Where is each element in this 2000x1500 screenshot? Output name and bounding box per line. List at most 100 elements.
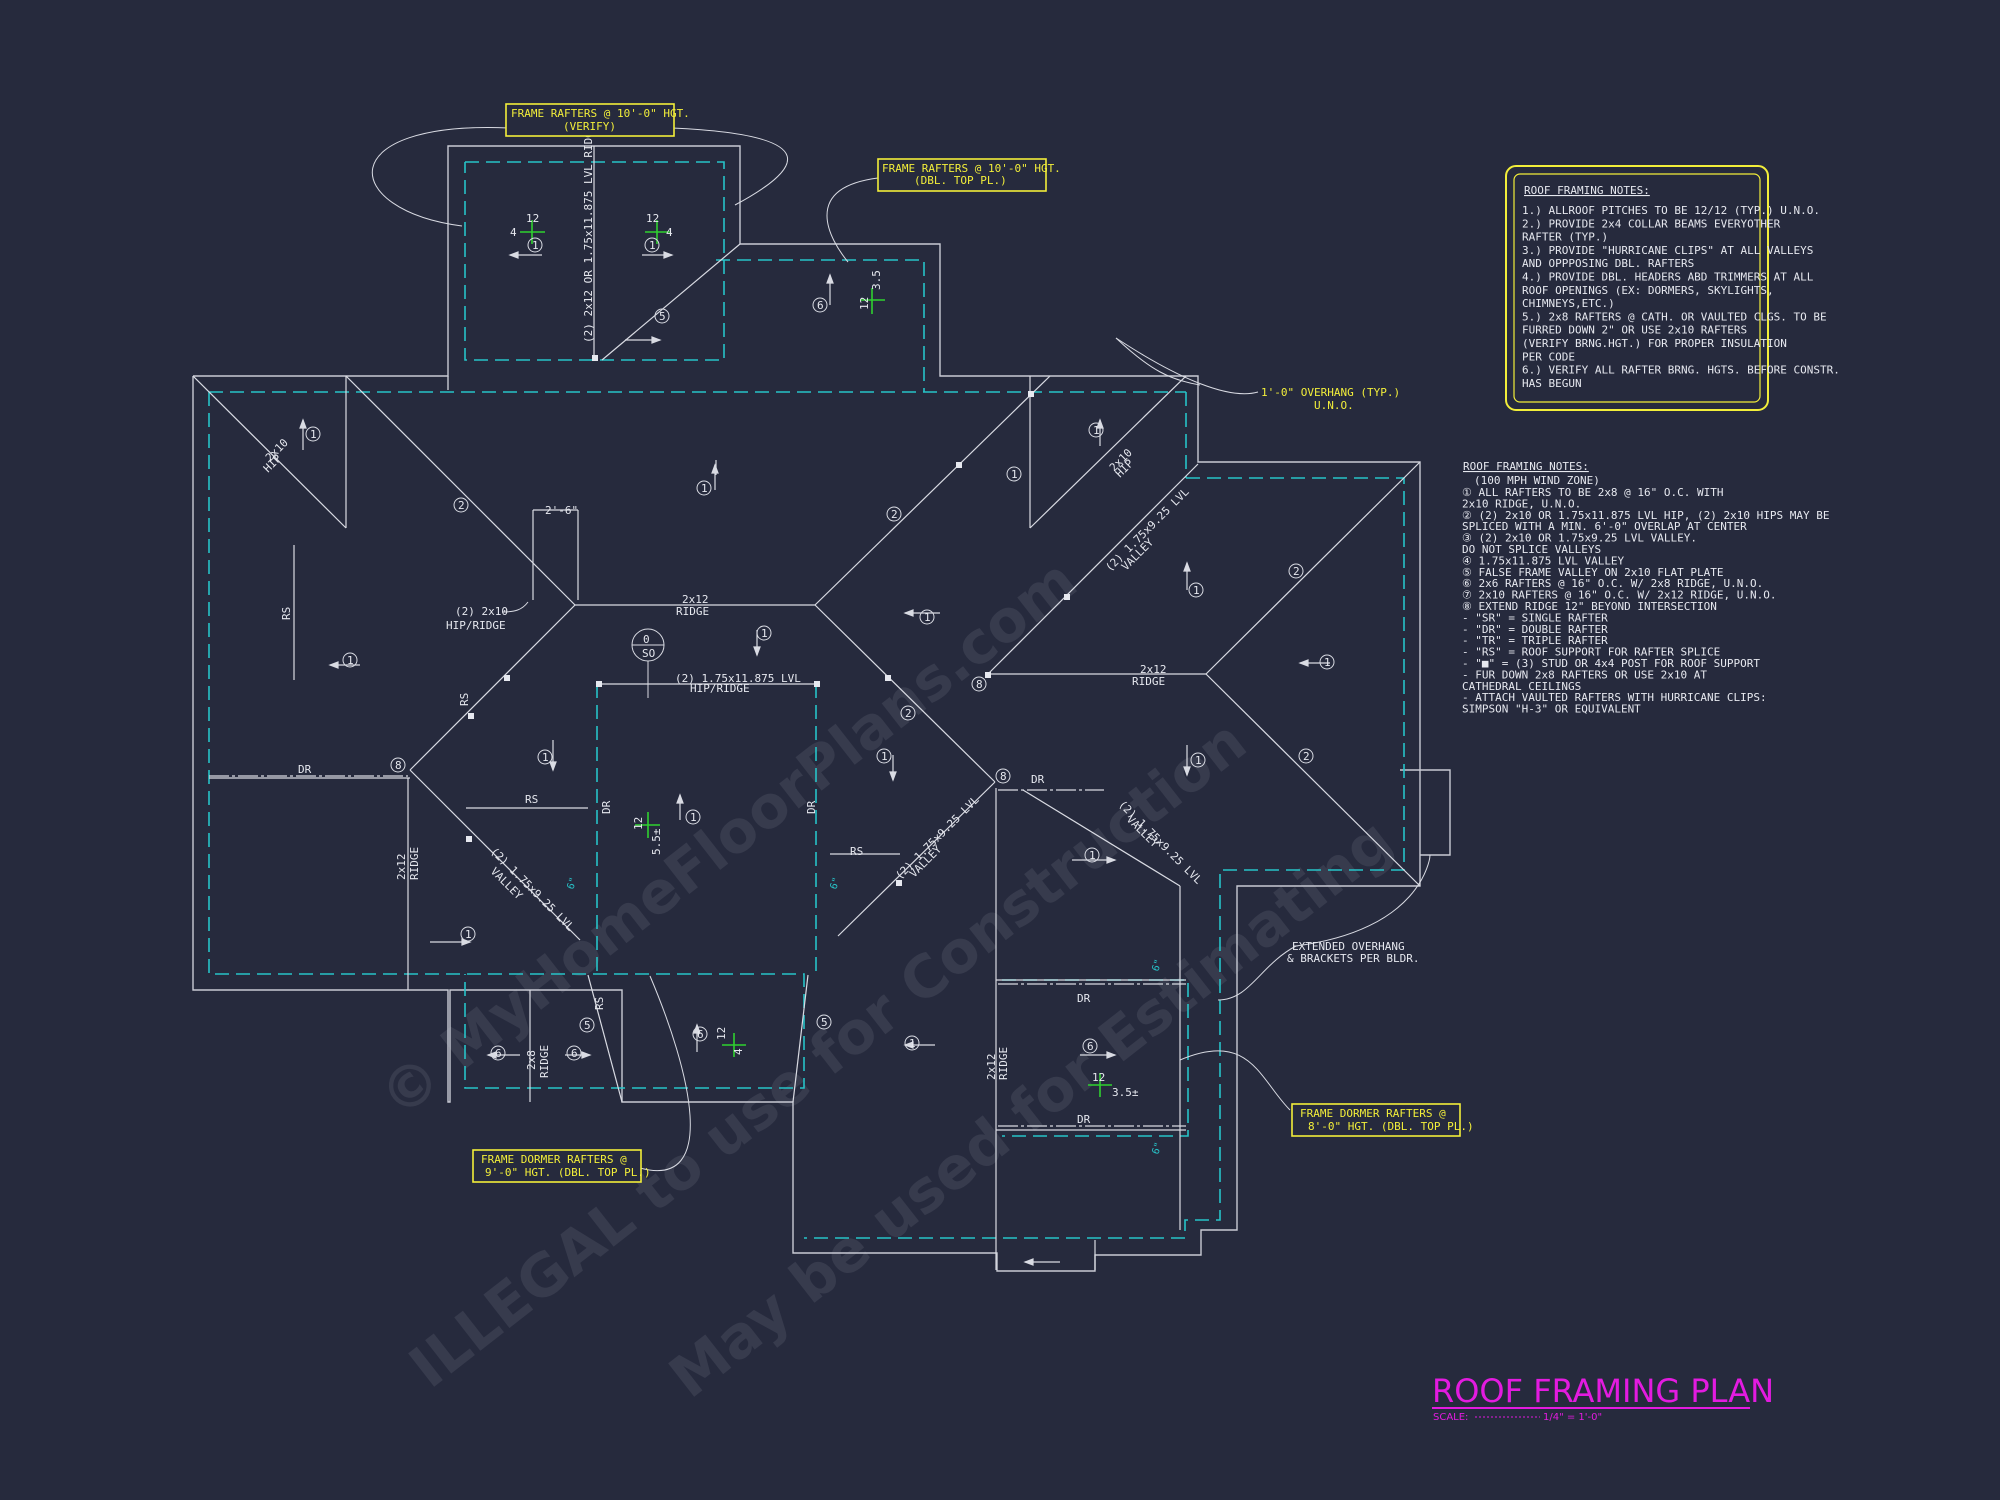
callout-extended-overhang: EXTENDED OVERHANG & BRACKETS PER BLDR. (1287, 940, 1419, 965)
keynote-number: 1 (761, 627, 768, 640)
keynote-number: 6 (817, 299, 824, 312)
notes-list-subtitle: (100 MPH WIND ZONE) (1474, 474, 1600, 487)
keynote-number: 1 (649, 239, 656, 252)
dr-dormer-top: DR (1077, 992, 1091, 1005)
keynote-number: 2 (891, 508, 898, 521)
framing-lines (192, 146, 1421, 1270)
pitch-12-c: 12 (858, 297, 871, 310)
keynote-circle (527, 237, 543, 253)
keynote-circle (305, 426, 321, 442)
pitch-12-e: 12 (715, 1027, 728, 1040)
notes-list-line: - "DR" = DOUBLE RAFTER (1462, 623, 1608, 636)
keynote-circle (1082, 1038, 1098, 1054)
keynote-circle (756, 625, 772, 641)
keynote-number: 1 (542, 751, 549, 764)
keynote-circle (1190, 752, 1206, 768)
notes-box-lines: 1.) ALLROOF PITCHES TO BE 12/12 (TYP.) U… (1522, 204, 1840, 390)
ridge-size-left: 2x12 (395, 854, 408, 881)
ridge-size-center: 2x12 (682, 593, 709, 606)
notes-list-line: ④ 1.75x11.875 LVL VALLEY (1462, 554, 1625, 567)
keynote-circle (342, 652, 358, 668)
keynote-number: 8 (395, 759, 402, 772)
keynote-circle (566, 1045, 582, 1061)
notes-box-line: 4.) PROVIDE DBL. HEADERS ABD TRIMMERS AT… (1522, 271, 1814, 284)
keynote-circle (919, 609, 935, 625)
dr-right: DR (1031, 773, 1045, 786)
notes-list-line: ① ALL RAFTERS TO BE 2x8 @ 16" O.C. WITH (1462, 486, 1724, 499)
rs-left-2: RS (458, 693, 471, 706)
keynote-number: 1 (532, 239, 539, 252)
notes-box-line: HAS BEGUN (1522, 377, 1582, 390)
drawing-title: ROOF FRAMING PLAN (1432, 1372, 1774, 1410)
keynote-circle (816, 1014, 832, 1030)
notes-list-lines: ① ALL RAFTERS TO BE 2x8 @ 16" O.C. WITH … (1462, 486, 1829, 716)
notes-list-line: ② (2) 2x10 OR 1.75x11.875 LVL HIP, (2) 2… (1462, 509, 1829, 522)
pitch-4-b: 4 (666, 226, 673, 239)
notes-list-line: SPLICED WITH A MIN. 6'-0" OVERLAP AT CEN… (1462, 520, 1747, 533)
ridge-label-dormer: RIDGE (997, 1047, 1010, 1080)
callout-dormer-left: FRAME DORMER RAFTERS @ 9'-0" HGT. (DBL. … (472, 1149, 651, 1183)
keynote-number: 1 (701, 482, 708, 495)
dim-6-b: 6" (828, 876, 842, 891)
keynote-circle (579, 1017, 595, 1033)
callout-top-left-line1: FRAME RAFTERS @ 10'-0" HGT. (511, 107, 690, 120)
notes-box-line: CHIMNEYS,ETC.) (1522, 297, 1615, 310)
notes-list-line: ⑧ EXTEND RIDGE 12" BEYOND INTERSECTION (1462, 600, 1717, 613)
keynote-number: 1 (310, 428, 317, 441)
keynote-number: 6 (697, 1028, 704, 1041)
keynote-circle (654, 308, 670, 324)
valley-size-center: (2) 1.75x9.25 LVL (893, 793, 982, 882)
keynote-number: 1 (1324, 656, 1331, 669)
keynote-circle (1319, 654, 1335, 670)
keynote-number: 6 (1087, 1040, 1094, 1053)
keynote-number: 8 (1000, 770, 1007, 783)
notes-box-line: RAFTER (TYP.) (1522, 231, 1608, 244)
keynote-number: 5 (659, 310, 666, 323)
notes-box-line: 1.) ALLROOF PITCHES TO BE 12/12 (TYP.) U… (1522, 204, 1820, 217)
keynote-number: 2 (1293, 565, 1300, 578)
keynote-number: 2 (458, 499, 465, 512)
keynote-number: 2 (1303, 750, 1310, 763)
keynote-circle (1006, 466, 1022, 482)
scale-value: 1/4" = 1'-0" (1543, 1412, 1602, 1423)
ridge-label-center: RIDGE (676, 605, 709, 618)
notes-box-line: (VERIFY BRNG.HGT.) FOR PROPER INSULATION (1522, 337, 1787, 350)
notes-list-line: DO NOT SPLICE VALLEYS (1462, 543, 1601, 556)
notes-list-line: - FUR DOWN 2x8 RAFTERS OR USE 2x10 AT (1462, 668, 1707, 681)
keynote-number: 1 (690, 811, 697, 824)
dr-dormer-bottom: DR (1077, 1113, 1091, 1126)
ridge-size-dormer: 2x12 (985, 1054, 998, 1081)
keynote-circle (644, 237, 660, 253)
keynote-number: 2 (905, 707, 912, 720)
notes-box-line: 3.) PROVIDE "HURRICANE CLIPS" AT ALL VAL… (1522, 244, 1813, 257)
keynote-circle (971, 676, 987, 692)
notes-box-line: 2.) PROVIDE 2x4 COLLAR BEAMS EVERYOTHER (1522, 217, 1781, 230)
valley-size-right: (2) 1.75x9.25 LVL (1103, 485, 1192, 574)
notes-box-line: PER CODE (1522, 350, 1575, 363)
pitch-4-e: 4 (732, 1048, 745, 1055)
rs-center: RS (525, 793, 538, 806)
keynote-number: 5 (584, 1019, 591, 1032)
pitch-3-5-f: 3.5± (1112, 1086, 1139, 1099)
keynote-circle (904, 1035, 920, 1051)
ridge-label-right: RIDGE (1132, 675, 1165, 688)
hip-ridge-label: HIP/RIDGE (446, 619, 506, 632)
callout-dormer-right-line1: FRAME DORMER RAFTERS @ (1300, 1107, 1446, 1120)
notes-box-line: 6.) VERIFY ALL RAFTER BRNG. HGTS. BEFORE… (1522, 364, 1840, 377)
rs-left: RS (280, 607, 293, 620)
pitch-12-d: 12 (632, 817, 645, 830)
ridge-size-lower: 2x8 (525, 1050, 538, 1070)
callout-overhang: 1'-0" OVERHANG (TYP.) U.N.O. (1261, 386, 1400, 412)
keynote-number: 1 (1193, 584, 1200, 597)
keynote-circle (692, 1026, 708, 1042)
callout-top-mid-line1: FRAME RAFTERS @ 10'-0" HGT. (882, 162, 1061, 175)
notes-list-line: ⑦ 2x10 RAFTERS @ 16" O.C. W/ 2x12 RIDGE,… (1462, 589, 1777, 602)
pitch-12-a: 12 (526, 212, 539, 225)
keynote-circle (537, 749, 553, 765)
keynote-number: 1 (1195, 754, 1202, 767)
callout-dormer-right: FRAME DORMER RAFTERS @ 8'-0" HGT. (DBL. … (1291, 1103, 1474, 1137)
keynote-circle (490, 1045, 506, 1061)
so-label: SO (642, 647, 655, 660)
